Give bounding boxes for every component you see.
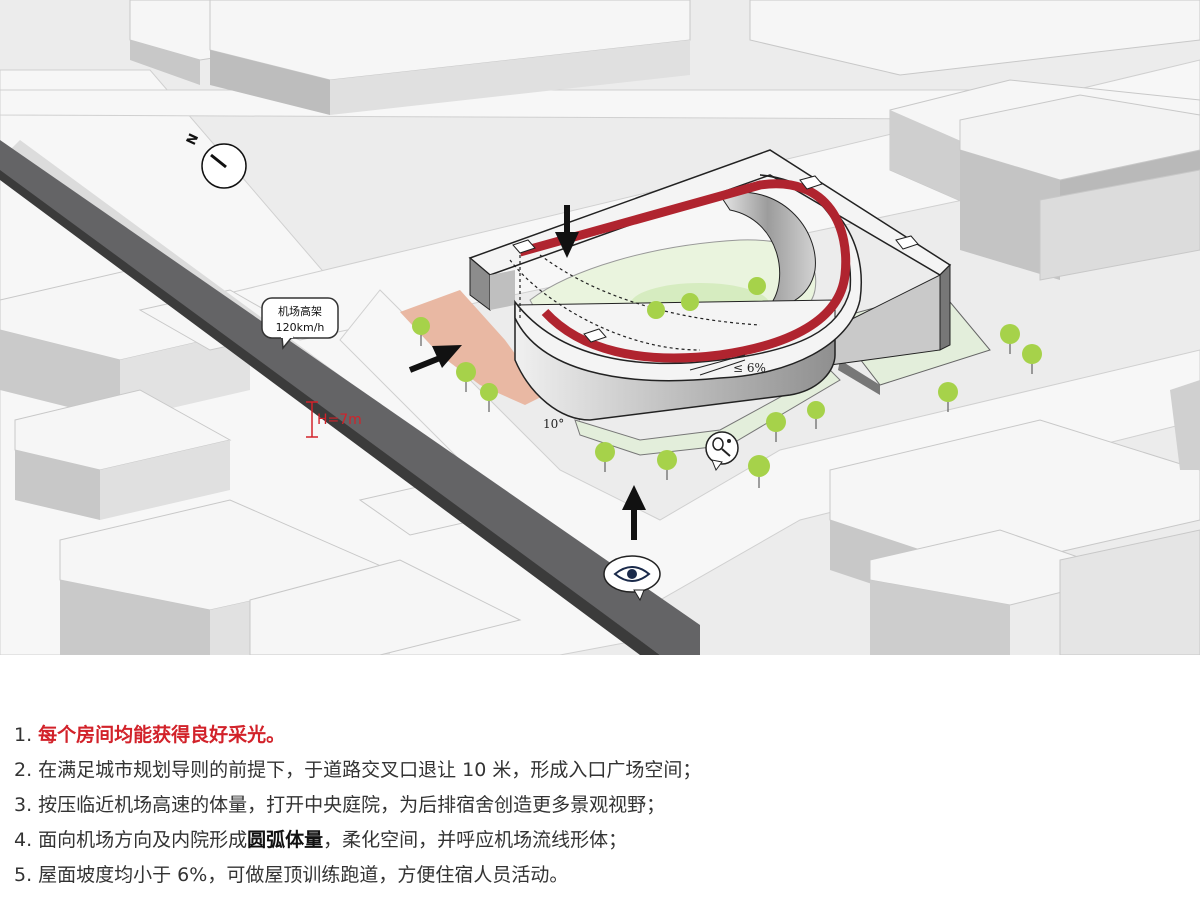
- site-axonometric-diagram: H=7m 机场高架 120km/h N 10°: [0, 0, 1200, 655]
- note-1: 1.每个房间均能获得良好采光。: [14, 724, 286, 746]
- slope-label: ≤ 6%: [733, 361, 766, 375]
- airport-expressway: [0, 140, 700, 655]
- trees: [412, 277, 1042, 477]
- note-3: 3.按压临近机场高速的体量，打开中央庭院，为后排宿舍创造更多景观视野；: [14, 794, 666, 816]
- context-buildings: [0, 0, 1200, 655]
- height-marker: [306, 401, 318, 438]
- tree-trunks: [420, 335, 1033, 488]
- rooftop-running-track: [518, 179, 851, 363]
- height-label: H=7m: [317, 412, 362, 428]
- setback-label: 10°: [543, 417, 564, 431]
- arrows: [408, 205, 646, 540]
- main-building: [468, 149, 991, 456]
- tennis-racket-icon: [705, 431, 739, 472]
- note-5: 5.屋面坡度均小于 6%，可做屋顶训练跑道，方便住宿人员活动。: [14, 864, 569, 886]
- slope-lines: [689, 354, 746, 376]
- roof-skylights: [512, 175, 919, 343]
- entrance-plaza: [400, 290, 545, 405]
- sight-lines: [509, 254, 761, 351]
- design-notes: 1.每个房间均能获得良好采光。 2.在满足城市规划导则的前提下，于道路交叉口退让…: [14, 718, 1184, 893]
- road-label-line1: 机场高架: [278, 304, 322, 318]
- road-label-line2: 120km/h: [276, 321, 325, 334]
- north-arrow-icon: [201, 143, 247, 189]
- road-label-bubble: [261, 297, 339, 350]
- note-2: 2.在满足城市规划导则的前提下，于道路交叉口退让 10 米，形成入口广场空间；: [14, 759, 702, 781]
- note-4: 4.面向机场方向及内院形成圆弧体量，柔化空间，并呼应机场流线形体；: [14, 829, 628, 851]
- eye-icon: [603, 555, 661, 602]
